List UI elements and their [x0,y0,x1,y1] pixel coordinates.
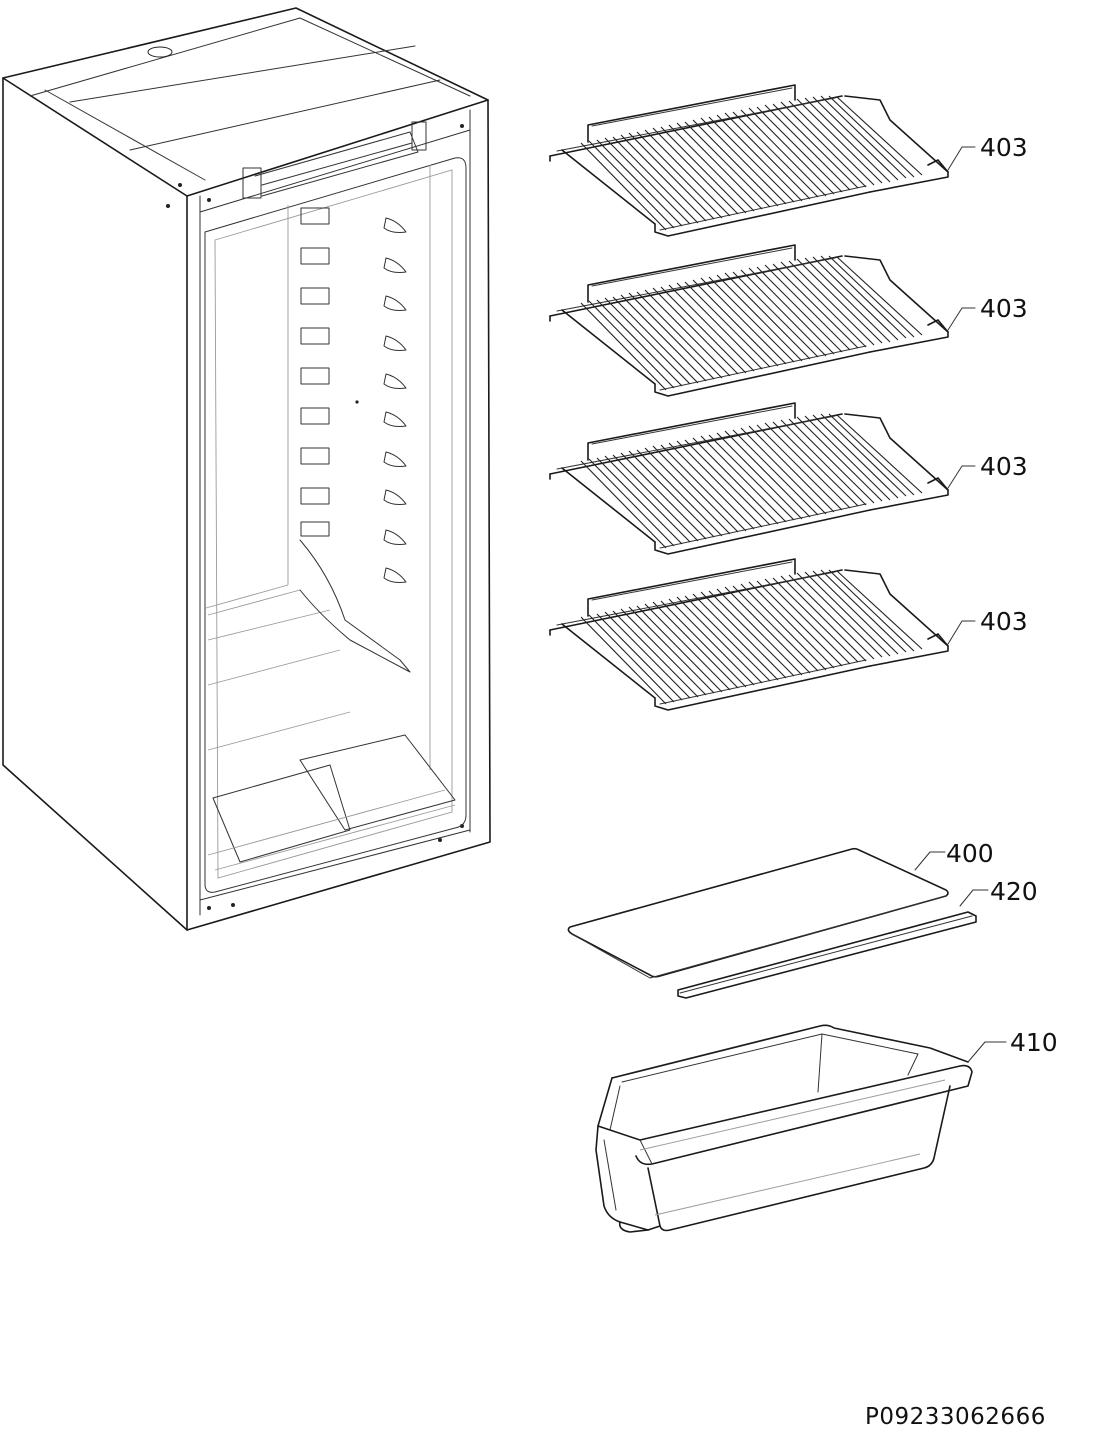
leader-line-shelf-3 [947,465,976,489]
leader-line-glass-shelf [914,851,946,871]
wire-shelf-4 [549,558,949,711]
glass-shelf [567,847,949,979]
leader-line-crisper [967,1041,1007,1063]
leader-line-shelf-2 [947,307,976,331]
wire-shelf-2 [549,244,949,397]
shelf-support-notches [383,217,407,583]
leader-line-shelf-4 [947,620,976,645]
refrigerator-cabinet [2,7,491,931]
crisper-drawer [595,1024,973,1233]
leader-line-shelf-1 [947,146,976,171]
label-shelf-3: 403 [980,452,1028,481]
label-shelf-2: 403 [980,294,1028,323]
label-glass-shelf: 400 [946,839,994,868]
shelf-trim-strip [677,911,977,999]
leader-line-shelf-trim [959,889,989,907]
wire-shelf-1 [549,84,949,237]
label-shelf-1: 403 [980,133,1028,162]
wire-shelf-3 [549,402,949,555]
label-shelf-4: 403 [980,607,1028,636]
drawing-code: P09233062666 [865,1404,1046,1430]
label-crisper-drawer: 410 [1010,1028,1058,1057]
shelf-support-column [300,207,330,537]
label-shelf-trim: 420 [990,877,1038,906]
